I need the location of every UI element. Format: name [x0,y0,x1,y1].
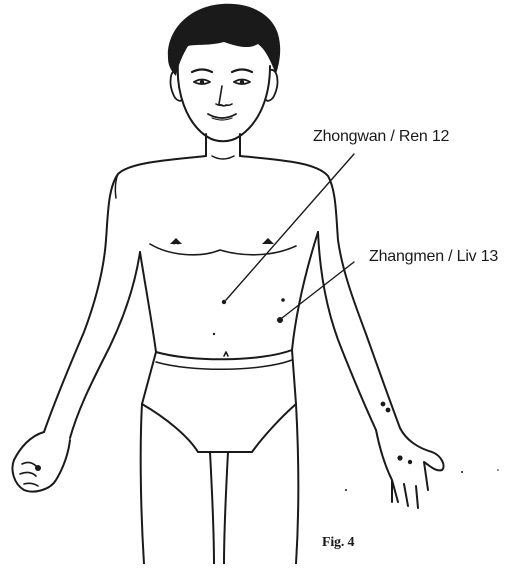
left-leg [141,404,144,564]
right-arm-inner [318,232,376,430]
right-leg-inner [224,452,228,564]
face-outline [178,62,270,141]
zhangmen-leader [282,262,354,318]
torso-right-side [292,232,318,350]
zhongwan-leader [226,154,354,300]
mouth [208,114,236,118]
left-arm [44,156,206,432]
figure-caption: Fig. 4 [322,535,354,551]
left-hand [12,432,70,492]
nose [216,86,232,106]
neck [206,134,240,156]
right-hand [376,428,444,508]
right-arm [240,156,400,428]
right-leg [296,404,298,564]
zhangmen-label: Zhangmen / Liv 13 [369,248,498,266]
navel [224,352,228,356]
right-nipple [262,238,274,244]
torso-left-side [140,252,156,352]
zhongwan-label: Zhongwan / Ren 12 [313,128,449,146]
left-arm-inner [70,252,140,438]
hair [168,4,280,76]
left-leg-inner [210,452,214,564]
